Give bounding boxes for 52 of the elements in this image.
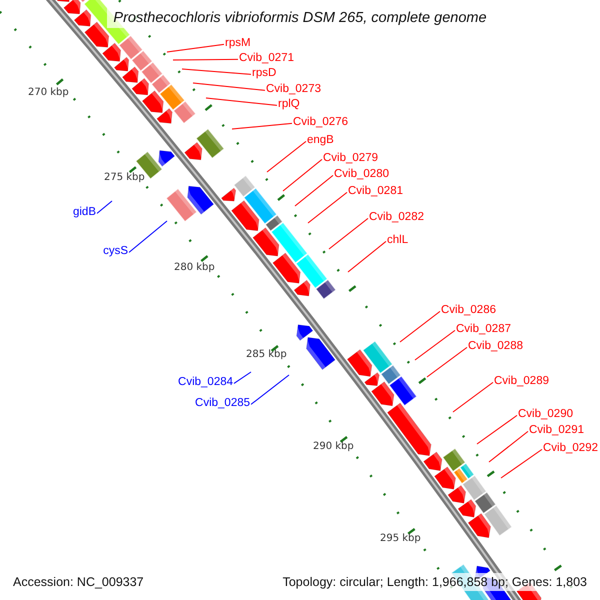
leader-line (266, 140, 306, 172)
gene-label: Cvib_0285 (195, 396, 250, 410)
leader-line (282, 158, 322, 192)
leader-line (476, 414, 518, 444)
gene-label: Cvib_0273 (266, 82, 321, 96)
gene-label: rpsM (225, 36, 251, 50)
gene-label: rpsD (252, 66, 276, 80)
leader-line (400, 310, 440, 342)
gene-label: Cvib_0284 (178, 375, 233, 389)
gene-label: Cvib_0288 (468, 339, 523, 353)
gene-label: Cvib_0276 (293, 115, 348, 129)
leader-line (294, 174, 334, 206)
gene-label: Cvib_0271 (239, 51, 294, 65)
leader-line (172, 58, 238, 60)
gene-label: engB (307, 133, 334, 147)
leader-line (206, 98, 278, 106)
gene-label: cysS (103, 244, 128, 258)
gene-label: gidB (72, 205, 96, 219)
gene-label: chlL (387, 233, 408, 247)
leader-line (250, 374, 290, 405)
scale-label: 295 kbp (380, 533, 421, 545)
scale-label: 270 kbp (28, 87, 69, 99)
scale-label: 290 kbp (313, 441, 354, 453)
gene-label: Cvib_0286 (441, 303, 496, 317)
leader-line (328, 218, 368, 250)
scale-label: 275 kbp (104, 172, 145, 184)
scale-label: 280 kbp (174, 262, 215, 274)
gene-label: rplQ (278, 97, 300, 111)
gene-label: Cvib_0282 (369, 210, 424, 224)
leader-line (414, 330, 456, 360)
leader-line (452, 382, 494, 412)
leader-line (232, 122, 292, 130)
leader-line (234, 372, 252, 384)
gene-label: Cvib_0279 (323, 151, 378, 165)
gene-label: Cvib_0281 (348, 184, 403, 198)
gene-label: Cvib_0290 (518, 407, 573, 421)
leader-line (488, 430, 528, 462)
gene-label: Cvib_0291 (529, 423, 584, 437)
gene-label: Cvib_0280 (334, 167, 389, 181)
gene-label: Cvib_0289 (494, 374, 549, 388)
leader-line (166, 44, 224, 52)
leader-line (128, 220, 168, 253)
scale-label: 285 kbp (246, 349, 287, 361)
leader-line (348, 240, 386, 272)
leader-line (182, 68, 252, 75)
leader-line (308, 192, 348, 224)
leader-line (426, 346, 468, 378)
leader-line (96, 200, 112, 214)
leader-line (500, 448, 542, 478)
gene-label: Cvib_0292 (543, 441, 598, 455)
gene-label: Cvib_0287 (456, 322, 511, 336)
leader-line (192, 82, 266, 91)
